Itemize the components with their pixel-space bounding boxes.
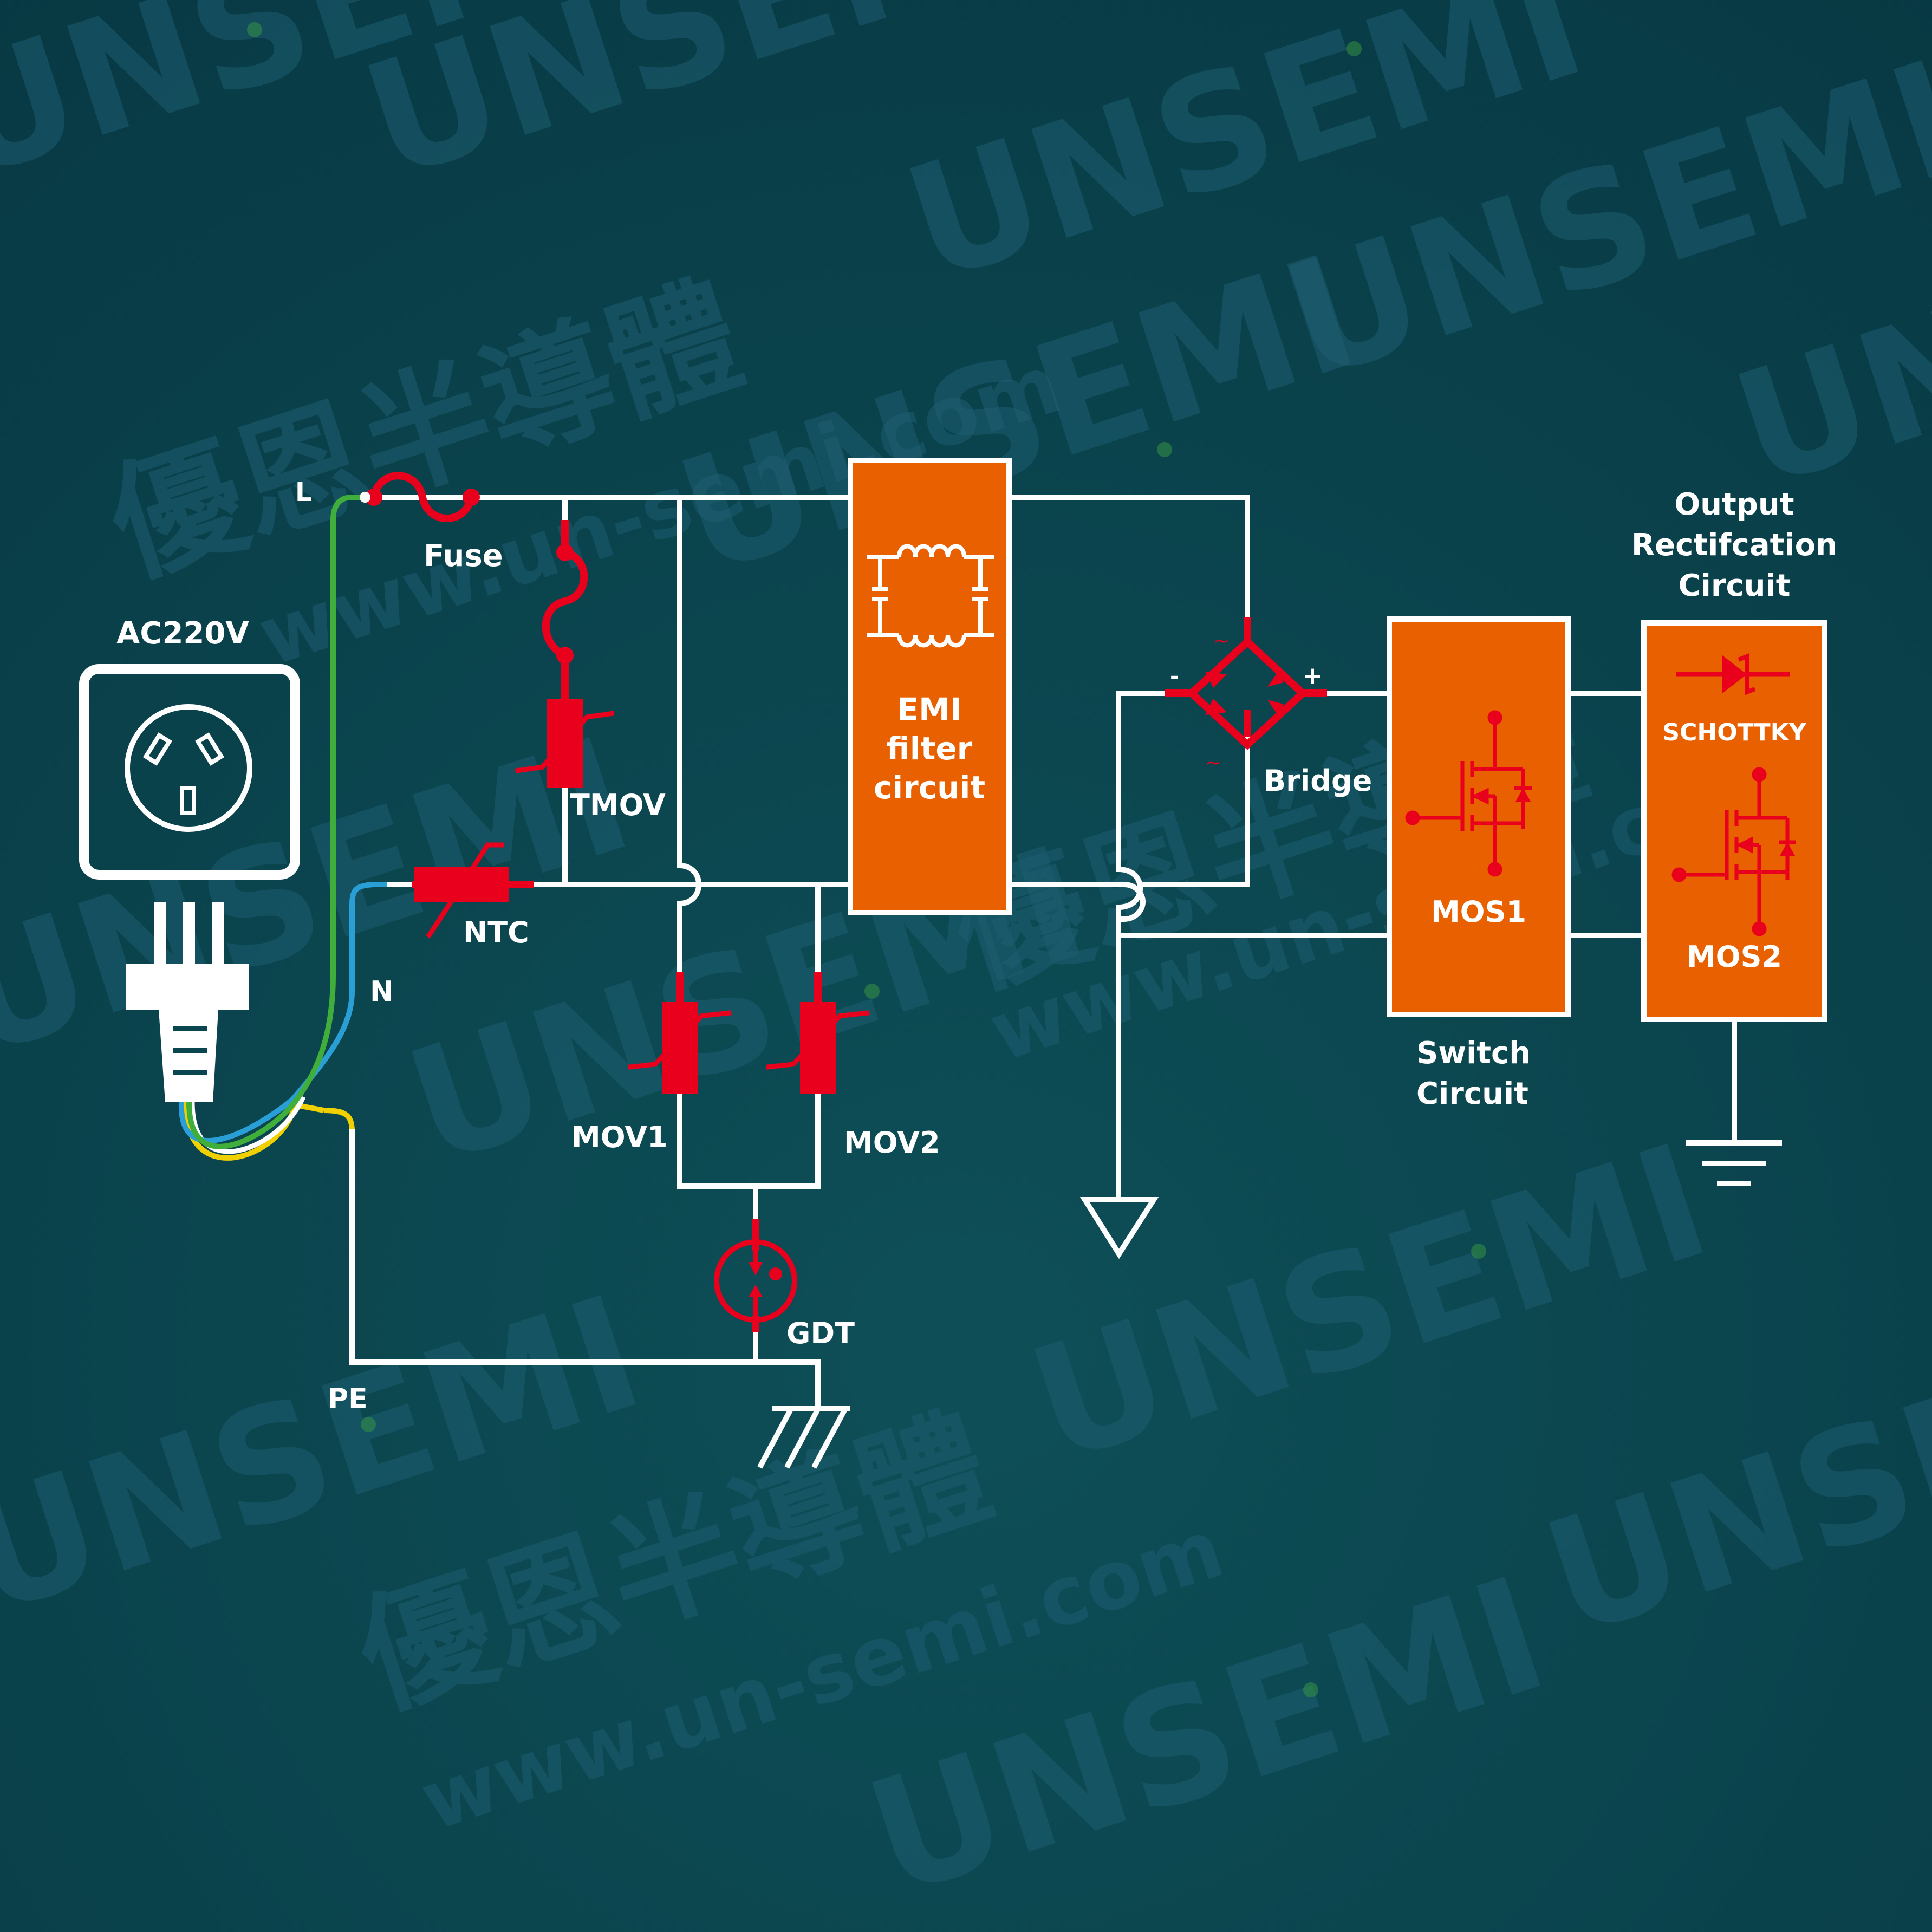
output-title-line1: Output <box>1675 487 1794 522</box>
bridge-minus-label: - <box>1170 664 1179 689</box>
emi-label-line1: EMI <box>897 691 962 728</box>
ntc-label: NTC <box>463 915 529 949</box>
emi-label-line3: circuit <box>874 769 985 806</box>
gdt-symbol <box>714 1219 797 1332</box>
mos1-label: MOS1 <box>1431 895 1526 929</box>
bridge-ac1-label: ~ <box>1213 630 1230 652</box>
inductor-filter-icon <box>867 544 994 648</box>
line-label: L <box>295 477 312 508</box>
mains-cable <box>178 495 390 1161</box>
mov1-varistor <box>628 972 732 1094</box>
emi-label-line2: filter <box>887 730 973 767</box>
tmov-label: TMOV <box>570 788 666 822</box>
tmov-varistor <box>515 699 615 788</box>
power-socket-icon <box>79 664 300 880</box>
mov2-varistor <box>766 972 870 1094</box>
mos2-label: MOS2 <box>1687 940 1782 974</box>
fuse-symbol <box>360 472 480 522</box>
earth-label: PE <box>328 1383 368 1415</box>
labels: AC220V L N PE Fuse TMOV NTC MOV1 MOV2 GD… <box>116 477 1372 1415</box>
mov2-label: MOV2 <box>844 1126 940 1160</box>
switch-caption-line2: Circuit <box>1416 1076 1528 1111</box>
switch-circuit-block: MOS1 <box>1387 616 1571 1017</box>
bridge-ac2-label: ~ <box>1205 752 1221 774</box>
power-plug-icon <box>126 902 249 1102</box>
fuse-label: Fuse <box>424 538 503 574</box>
source-label: AC220V <box>116 616 249 651</box>
schottky-label: SCHOTTKY <box>1662 719 1806 746</box>
gdt-label: GDT <box>786 1316 855 1350</box>
circuit-wires <box>349 495 1782 1469</box>
emi-filter-block: EMI filter circuit <box>848 458 1012 915</box>
neutral-label: N <box>370 975 394 1008</box>
bridge-plus-label: + <box>1303 662 1323 689</box>
bridge-label: Bridge <box>1264 764 1372 798</box>
output-rectification-block: Output Rectifcation Circuit SCHOTTKY <box>1631 487 1837 1022</box>
mosfet-icon <box>1671 767 1796 936</box>
mosfet-icon <box>1405 710 1532 877</box>
switch-caption-line1: Switch <box>1416 1036 1531 1071</box>
mov1-label: MOV1 <box>571 1120 668 1154</box>
schottky-diode-icon <box>1676 653 1790 695</box>
bridge-rectifier-symbol: - + ~ ~ <box>1165 617 1327 774</box>
output-title-line2: Rectifcation <box>1631 528 1837 563</box>
ntc-thermistor <box>412 842 534 939</box>
thermal-fuse-symbol <box>542 520 588 699</box>
output-title-line3: Circuit <box>1679 568 1791 603</box>
